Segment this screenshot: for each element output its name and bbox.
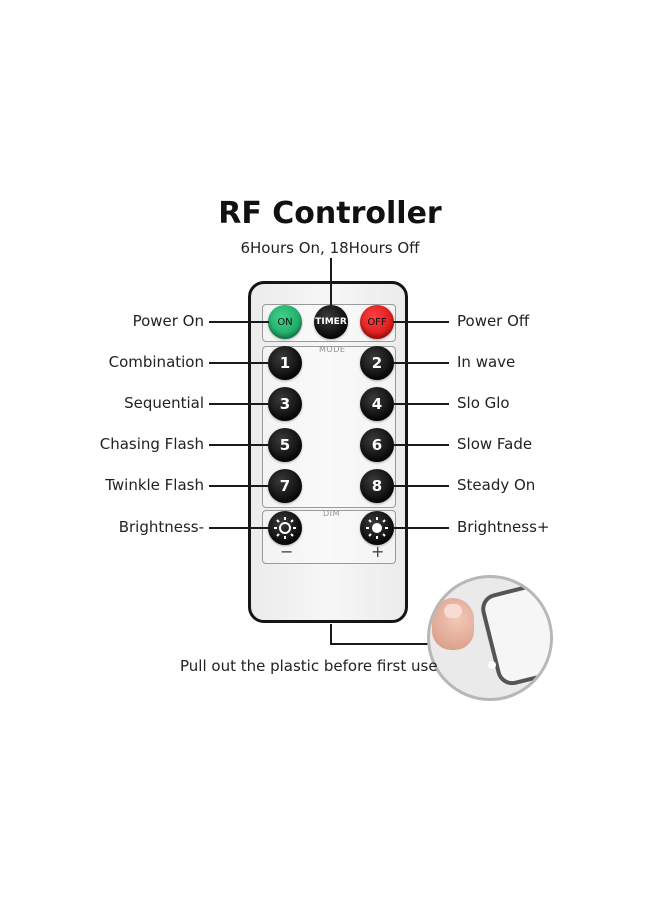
battery-leader-line — [330, 643, 430, 645]
label-slow-fade: Slow Fade — [457, 435, 533, 453]
leader-line — [209, 527, 269, 529]
label-brightness-up: Brightness+ — [457, 518, 550, 536]
diagram-title: RF Controller — [218, 196, 442, 231]
leader-line — [393, 362, 449, 364]
sun-bright-icon — [366, 517, 388, 539]
mode-3-button[interactable]: 3 — [268, 387, 302, 421]
label-combination: Combination — [108, 353, 204, 371]
mode-1-button[interactable]: 1 — [268, 346, 302, 380]
mode-7-button[interactable]: 7 — [268, 469, 302, 503]
leader-line — [393, 444, 449, 446]
label-brightness-down: Brightness- — [118, 518, 204, 536]
plus-sign: + — [371, 542, 385, 561]
leader-line — [209, 321, 269, 323]
battery-leader-line — [330, 624, 332, 644]
mode-8-button[interactable]: 8 — [360, 469, 394, 503]
mode-5-button[interactable]: 5 — [268, 428, 302, 462]
fingernail — [444, 604, 462, 618]
label-power-off: Power Off — [457, 312, 530, 330]
label-twinkle-flash: Twinkle Flash — [105, 476, 204, 494]
timer-leader-line — [330, 258, 332, 306]
brightness-up-button[interactable] — [360, 511, 394, 545]
label-sequential: Sequential — [124, 394, 204, 412]
leader-line — [209, 444, 269, 446]
leader-line — [393, 403, 449, 405]
leader-line — [393, 527, 449, 529]
power-off-button[interactable]: OFF — [360, 305, 394, 339]
label-chasing-flash: Chasing Flash — [99, 435, 204, 453]
leader-line — [209, 403, 269, 405]
leader-line — [393, 485, 449, 487]
plastic-tab — [488, 661, 496, 669]
timer-button[interactable]: TIMER — [314, 305, 348, 339]
sun-dim-icon — [274, 517, 296, 539]
leader-line — [209, 362, 269, 364]
battery-tab-inset-photo — [427, 575, 553, 701]
remote-corner — [477, 578, 550, 689]
leader-line — [209, 485, 269, 487]
label-in-wave: In wave — [457, 353, 516, 371]
brightness-down-button[interactable] — [268, 511, 302, 545]
mode-6-button[interactable]: 6 — [360, 428, 394, 462]
label-power-on: Power On — [132, 312, 204, 330]
mode-label: MODE — [319, 345, 346, 354]
mode-2-button[interactable]: 2 — [360, 346, 394, 380]
mode-4-button[interactable]: 4 — [360, 387, 394, 421]
minus-sign: − — [280, 542, 294, 561]
leader-line — [393, 321, 449, 323]
dim-label: DIM — [323, 509, 340, 518]
label-steady-on: Steady On — [457, 476, 536, 494]
power-on-button[interactable]: ON — [268, 305, 302, 339]
diagram-subtitle: 6Hours On, 18Hours Off — [240, 239, 420, 257]
label-slo-glo: Slo Glo — [457, 394, 510, 412]
battery-note: Pull out the plastic before first use — [180, 657, 438, 675]
